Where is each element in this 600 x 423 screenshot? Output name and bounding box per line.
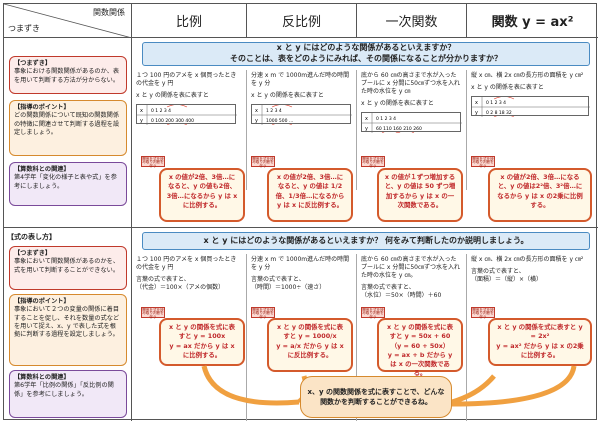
tsumazuki-title: 【つまずき】 — [14, 250, 52, 257]
svg-text:0 1 2 3 4: 0 1 2 3 4 — [486, 100, 506, 106]
table-caption: x と y の関係を表に表すと — [471, 84, 544, 92]
kanren-title: 【算数科との関連】 — [14, 374, 70, 381]
svg-text:0 100 200 300 400: 0 100 200 300 400 — [151, 118, 194, 124]
summary-note: x、y の関数関係を式に表すことで、どんな関数かを判断することができるね。 — [300, 376, 452, 418]
word-equation: 言葉の式で表すと、 （面積）＝（縦）×（横） — [471, 268, 543, 284]
problem-text: １つ 100 円のアメを x 個買ったときの代金を y 円 — [136, 72, 237, 88]
svg-text:1 2 3 4: 1 2 3 4 — [266, 108, 282, 114]
answer-2-3: x と y の関係を式に表すと y = 2x² y = ax² だから y は … — [488, 318, 592, 366]
problem-cell-2-3: 縦 x ㎝、横 2x ㎝の長方形の面積を y ㎝² 言葉の式で表すと、 （面積）… — [467, 254, 598, 421]
judgement-tag: 関係を式を読み取り判断を伴う — [471, 307, 495, 320]
problem-text: 縦 x ㎝、横 2x ㎝の長方形の面積を y ㎝² — [471, 256, 584, 263]
judgement-tag: 関係を式を読み取り判断を伴う — [251, 307, 275, 320]
svg-text:1000 500 …: 1000 500 … — [266, 118, 293, 124]
kanren-box-1: 【算数科との関連】 第4学年「変化の様子と表や式」を参考にしましょう。 — [9, 162, 127, 206]
problem-text: 底から 60 ㎝の高さまで水が入ったプールに x 分間に50㎝ずつ水を入れた時の… — [361, 72, 461, 96]
svg-text:0 2 8 18 32: 0 2 8 18 32 — [486, 110, 512, 116]
corner-top-label: 関数関係 — [93, 8, 125, 17]
table-caption: x と y の関係を表に表すと — [251, 92, 324, 100]
tsumazuki-box-2: 【つまずき】 事象において関数関係があるのかを、式を用いて判断することができない… — [9, 246, 127, 290]
word-equation: 言葉の式で表すと、 （代金）＝100×（アメの個数） — [136, 276, 225, 292]
judgement-tag: 関係を式を読み取り判断を伴う — [361, 307, 385, 320]
svg-text:0 1 2 3 4: 0 1 2 3 4 — [151, 108, 171, 114]
kanren-text: 第6学年「比例の関係」「反比例の関係」を参考にしましょう。 — [14, 382, 114, 398]
svg-text:y: y — [140, 118, 143, 124]
answer-2-1: x と y の関係を式に表すと y = 1000/x y = a/x だから y… — [267, 318, 353, 372]
problem-text: 分速 x m で 1000m進んだ時の時間を y 分 — [251, 256, 350, 272]
svg-text:x: x — [365, 116, 368, 122]
tsumazuki-title: 【つまずき】 — [14, 60, 52, 67]
worksheet-grid: 関数関係 つまずき 比例 反比例 一次関数 関数 y = ax² 【つまずき】 … — [3, 3, 598, 421]
section1-left: 【つまずき】 事象における関数関係があるのか、表を用いて判断する方法が分からない… — [4, 38, 132, 228]
question-1: x と y にはどのような関係があるといえますか？ そのことは、表をどのようにみ… — [142, 42, 590, 66]
point-title: 【指導のポイント】 — [14, 298, 70, 305]
svg-text:y: y — [255, 118, 258, 124]
kanren-box-2: 【算数科との関連】 第6学年「比例の関係」「反比例の関係」を参考にしましょう。 — [9, 370, 127, 418]
answer-1-3: x の値が2倍、3倍…になると、y の値は2²倍、3²倍…になるから y は x… — [488, 168, 592, 222]
answer-1-2: x の値が１ずつ増加すると、y の値は 50 ずつ増加するから y は x の一… — [377, 168, 463, 222]
answer-1-1: x の値が2倍、3倍…になると、y の値は 1/2倍、1/3倍…になるから y … — [267, 168, 353, 222]
header-corner: 関数関係 つまずき — [4, 4, 132, 38]
judgement-tag: 関係を式を読み取り判断を伴う — [251, 156, 275, 169]
section2-left: 【式の表し方】 【つまずき】 事象において関数関係があるのかを、式を用いて判断す… — [4, 228, 132, 421]
problem-text: １つ 100 円のアメを x 個買ったときの代金を y 円 — [136, 256, 237, 272]
point-box-1: 【指導のポイント】 どの関数関係について既知の関数関係の特徴に関連させて判断する… — [9, 100, 127, 156]
kanren-text: 第4学年「変化の様子と表や式」を参考にしましょう。 — [14, 174, 117, 190]
judgement-tag: 関係を式を読み取り判断を伴う — [141, 156, 165, 169]
svg-text:x: x — [475, 100, 478, 106]
svg-text:60 110 160 210 260: 60 110 160 210 260 — [376, 126, 422, 132]
problem-text: 底から 60 ㎝の高さまで水が入ったプールに x 分間に50㎝ずつ水を入れた時の… — [361, 256, 461, 280]
word-equation: 言葉の式で表すと、 （水位）＝50×（時間）＋60 — [361, 284, 442, 300]
problem-cell-2-2: 底から 60 ㎝の高さまで水が入ったプールに x 分間に50㎝ずつ水を入れた時の… — [357, 254, 467, 421]
point-box-2: 【指導のポイント】 事象において２つの変量の関係に着目することを促し、それを数量… — [9, 294, 127, 366]
section2-label: 【式の表し方】 — [7, 233, 56, 241]
col-header-hirei: 比例 — [132, 4, 247, 38]
col-header-nijou: 関数 y = ax² — [467, 4, 598, 38]
problem-cell-1-0: １つ 100 円のアメを x 個買ったときの代金を y 円 x と y の関係を… — [132, 70, 247, 190]
answer-2-2: x と y の関係を式に表すと y = 50x + 60 （y = 60 + 5… — [377, 318, 463, 377]
tsumazuki-text: 事象において関数関係があるのかを、式を用いて判断することができない。 — [14, 258, 120, 274]
svg-text:y: y — [475, 110, 478, 116]
point-text: 事象において２つの変量の関係に着目することを促し、それを数量の式などを用いて捉え… — [14, 306, 120, 339]
problem-text: 分速 x m で 1000m進んだ時の時間を y 分 — [251, 72, 350, 88]
svg-text:0 1 2 3 4: 0 1 2 3 4 — [376, 116, 396, 122]
table-caption: x と y の関係を表に表すと — [361, 100, 434, 108]
section-table — [4, 38, 598, 228]
problem-cell-1-2: 底から 60 ㎝の高さまで水が入ったプールに x 分間に50㎝ずつ水を入れた時の… — [357, 70, 467, 190]
col-header-ichiji: 一次関数 — [357, 4, 467, 38]
col-header-hanpirei: 反比例 — [247, 4, 357, 38]
table-caption: x と y の関係を表に表すと — [136, 92, 209, 100]
point-title: 【指導のポイント】 — [14, 104, 70, 111]
tsumazuki-box-1: 【つまずき】 事象における関数関係があるのか、表を用いて判断する方法が分からない… — [9, 56, 127, 94]
corner-bottom-label: つまずき — [8, 24, 40, 33]
problem-text: 縦 x ㎝、横 2x ㎝の長方形の面積を y ㎝² — [471, 72, 584, 79]
point-text: どの関数関係について既知の関数関係の特徴に関連させて判断する過程を設定しましょう… — [14, 112, 120, 137]
judgement-tag: 関係を式を読み取り判断を伴う — [141, 307, 165, 320]
problem-cell-2-1: 分速 x m で 1000m進んだ時の時間を y 分 言葉の式で表すと、 （時間… — [247, 254, 357, 421]
problem-cell-1-1: 分速 x m で 1000m進んだ時の時間を y 分 x と y の関係を表に表… — [247, 70, 357, 190]
svg-text:x: x — [255, 108, 258, 114]
kanren-title: 【算数科との関連】 — [14, 166, 70, 173]
judgement-tag: 関係を式を読み取り判断を伴う — [361, 156, 385, 169]
judgement-tag: 関係を式を読み取り判断を伴う — [471, 156, 495, 169]
problem-cell-1-3: 縦 x ㎝、横 2x ㎝の長方形の面積を y ㎝² x と y の関係を表に表す… — [467, 70, 598, 190]
word-equation: 言葉の式で表すと、 （時間）＝1000÷（速さ） — [251, 276, 326, 292]
answer-2-0: x と y の関係を式に表すと y = 100x y = ax だから y は … — [159, 318, 245, 366]
diagonal-line — [4, 4, 130, 37]
tsumazuki-text: 事象における関数関係があるのか、表を用いて判断する方法が分からない。 — [14, 68, 120, 84]
question-2: x と y にはどのような関係があるといえますか？ 何をみて判断したのか説明しま… — [142, 232, 590, 250]
problem-cell-2-0: １つ 100 円のアメを x 個買ったときの代金を y 円 言葉の式で表すと、 … — [132, 254, 247, 421]
answer-1-0: x の値が2倍、3倍…になると、y の値も2倍、3倍…になるから y は x に… — [159, 168, 245, 222]
svg-text:x: x — [140, 108, 143, 114]
svg-text:y: y — [365, 126, 368, 132]
